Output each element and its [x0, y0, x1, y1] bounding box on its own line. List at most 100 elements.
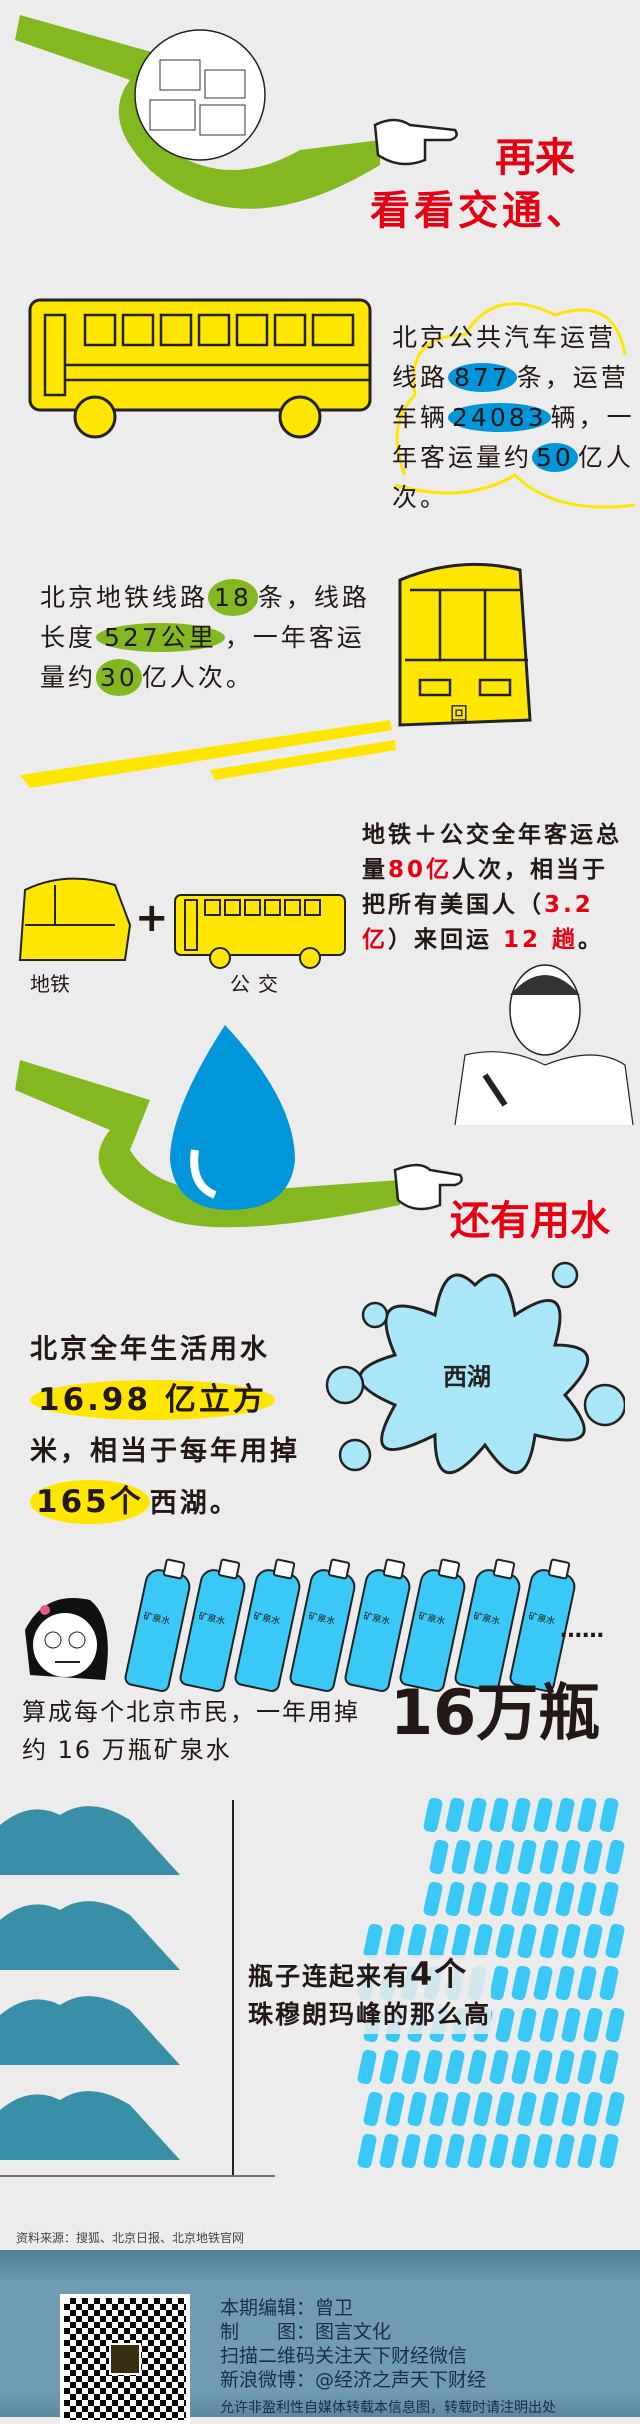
small-bottle-icon — [532, 2132, 554, 2170]
small-bottle-icon — [422, 2048, 444, 2086]
small-bottle-icon — [598, 2048, 620, 2086]
source-note: 资料来源：搜狐、北京日报、北京地铁官网 — [16, 2231, 245, 2245]
small-bottle-icon — [488, 1880, 510, 1918]
small-bottle-icon — [538, 1922, 560, 1960]
mountain-icon — [0, 2091, 180, 2160]
small-bottle-icon — [362, 1922, 384, 1960]
small-bottle-icon — [356, 2132, 378, 2170]
small-bottle-icon — [428, 1838, 450, 1876]
subway-length-value: 527公里 — [96, 623, 225, 652]
small-bottle-icon — [576, 2048, 598, 2086]
water-drop-icon — [170, 1025, 295, 1210]
intro-line2: 看看交通、 — [370, 188, 590, 234]
pointing-man-illustration — [454, 964, 634, 1126]
small-bottle-icon — [472, 2090, 494, 2128]
small-bottle-icon — [598, 1964, 620, 2002]
small-bottle-icon — [560, 1838, 582, 1876]
design-credit: 制 图：图言文化 — [220, 2321, 392, 2343]
small-bottle-icon — [494, 1838, 516, 1876]
water-heading: 还有用水 — [450, 1198, 610, 1244]
small-bottle-icon — [538, 2090, 560, 2128]
green-hook-graphic — [15, 15, 380, 209]
small-bottle-icon — [400, 2132, 422, 2170]
editor-credit: 本期编辑：曾卫 — [220, 2297, 354, 2319]
bus-riders-value: 50 — [532, 443, 578, 472]
small-bottle-icon — [444, 2132, 466, 2170]
small-bottle-icon — [582, 1838, 604, 1876]
small-bottle-icon — [604, 2006, 626, 2044]
small-bottle-icon — [384, 1922, 406, 1960]
combined-stats-text: 地铁＋公交全年客运总量80亿人次，相当于把所有美国人（3.2亿）来回运 12 趟… — [362, 822, 622, 953]
west-lake-count-value: 165个 — [30, 1480, 150, 1524]
small-bottle-icon — [488, 2048, 510, 2086]
small-bottle-icon — [576, 1880, 598, 1918]
plus-sign: + — [135, 895, 169, 941]
small-bottle-icon — [444, 1796, 466, 1834]
subway-sign: 回 — [450, 704, 468, 725]
small-bottle-icon — [554, 2132, 576, 2170]
small-bottle-icon — [598, 2132, 620, 2170]
small-bottle-icon — [510, 2048, 532, 2086]
small-bottle-icon — [516, 1922, 538, 1960]
small-bottle-icon — [400, 2048, 422, 2086]
small-bottle-icon — [532, 1796, 554, 1834]
small-bottle-icon — [604, 1838, 626, 1876]
small-bottle-icon — [428, 2090, 450, 2128]
small-bottle-icon — [428, 1922, 450, 1960]
water-volume-value: 16.98 亿立方 — [30, 1380, 275, 1420]
small-bottle-icon — [450, 1922, 472, 1960]
footer: 本期编辑：曾卫 制 图：图言文化 扫描二维码关注天下财经微信 新浪微博：@经济之… — [0, 2250, 640, 2424]
reprint-notice: 允许非盈利性自媒体转载本信息图，转载时请注明出处 — [220, 2400, 556, 2416]
small-bottle-icon — [510, 1796, 532, 1834]
small-bottle-icon — [466, 2048, 488, 2086]
small-bottle-icon — [510, 1964, 532, 2002]
small-bottle-icon — [378, 2048, 400, 2086]
small-bottle-icon — [604, 2090, 626, 2128]
splash-label: 西湖 — [443, 1363, 491, 1391]
small-bottle-icon — [532, 2048, 554, 2086]
small-bottle-icon — [576, 1964, 598, 2002]
small-bottle-icon — [356, 2048, 378, 2086]
qr-code[interactable] — [60, 2294, 190, 2424]
small-bottle-icon — [384, 2090, 406, 2128]
combined-vehicles-illustration — [18, 877, 346, 969]
mountain-icon — [0, 1996, 180, 2065]
small-bottle-icon — [494, 1922, 516, 1960]
bus-vehicles-value: 24083 — [448, 403, 551, 432]
mountain-icon — [0, 1806, 180, 1875]
weibo-handle: 新浪微博：@经济之声天下财经 — [220, 2369, 487, 2391]
small-bottle-icon — [466, 2132, 488, 2170]
small-bottle-icon — [494, 2006, 516, 2044]
water-hook-graphic — [15, 1025, 463, 1228]
water-splash-illustration: 西湖 — [325, 1261, 625, 1475]
grumpy-face-icon — [25, 1598, 108, 1680]
small-bottle-icon — [488, 1964, 510, 2002]
small-bottle-icon — [532, 1964, 554, 2002]
small-bottle-icon — [532, 1880, 554, 1918]
footer-credits: 本期编辑：曾卫 制 图：图言文化 扫描二维码关注天下财经微信 新浪微博：@经济之… — [220, 2296, 556, 2420]
everest-text: 瓶子连起来有4个珠穆朗玛峰的那么高 — [248, 1955, 492, 2034]
small-bottle-icon — [516, 2006, 538, 2044]
small-bottle-icon — [450, 2090, 472, 2128]
total-riders-value: 80亿 — [388, 857, 453, 883]
small-bottle-icon — [516, 2090, 538, 2128]
trips-value: 12 趟 — [503, 927, 579, 953]
wechat-prompt: 扫描二维码关注天下财经微信 — [220, 2345, 468, 2367]
subway-lines-value: 18 — [208, 579, 258, 616]
small-bottle-icon — [444, 1880, 466, 1918]
small-bottle-icon — [598, 1880, 620, 1918]
small-bottle-icon — [444, 2048, 466, 2086]
small-bottle-icon — [466, 1796, 488, 1834]
label-subway: 地铁 — [30, 972, 70, 996]
small-bottle-icon — [554, 2048, 576, 2086]
small-bottle-icon — [494, 2090, 516, 2128]
small-bottle-icon — [576, 1796, 598, 1834]
small-bottle-icon — [406, 1922, 428, 1960]
small-bottle-icon — [516, 1838, 538, 1876]
small-bottle-icon — [604, 1922, 626, 1960]
everest-count-value: 4个 — [410, 1955, 469, 1993]
small-bottle-icon — [466, 1880, 488, 1918]
small-bottle-icon — [472, 1922, 494, 1960]
